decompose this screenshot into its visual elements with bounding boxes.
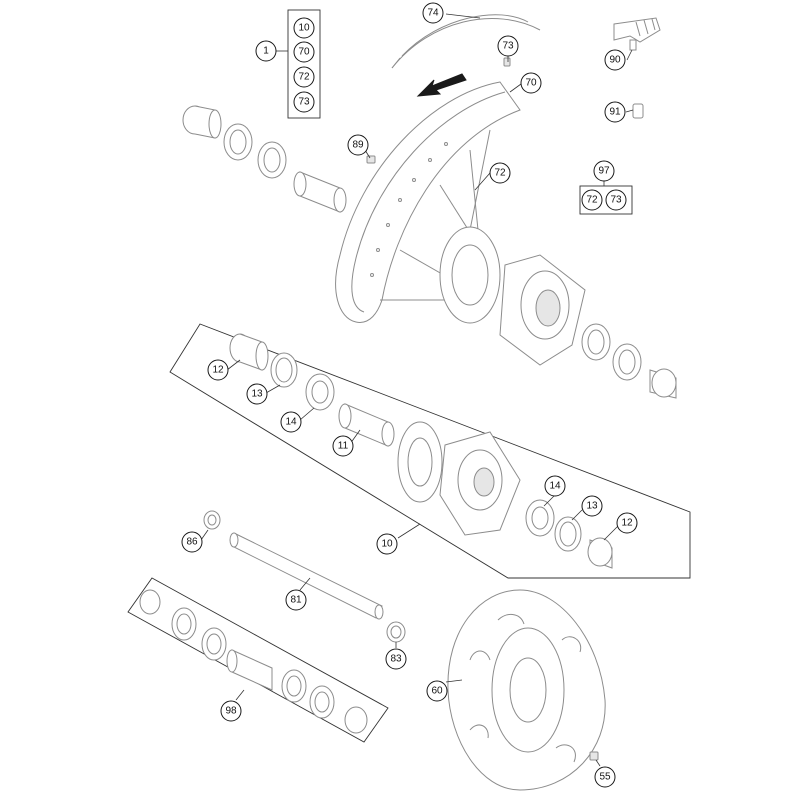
label-14-right: 14 [544,475,566,497]
label-90: 90 [604,49,626,71]
label-81: 81 [285,589,307,611]
svg-text:14: 14 [549,481,561,492]
svg-text:81: 81 [290,595,302,606]
label-97: 97 [593,160,615,182]
label-10-group: 10 [293,17,315,39]
nipple-part [366,155,376,164]
label-83: 83 [385,648,407,670]
label-12-right: 12 [616,512,638,534]
svg-text:74: 74 [427,8,439,19]
axle [229,532,384,620]
kit-98-frame [127,577,389,743]
label-13-right: 13 [581,495,603,517]
label-11: 11 [332,435,354,457]
svg-text:1: 1 [263,46,269,57]
label-89: 89 [347,134,369,156]
label-73-group: 73 [293,91,315,113]
axle-nut [386,621,406,643]
valve-cap-icon [503,57,511,67]
brake-disc [447,589,606,791]
svg-text:86: 86 [186,537,198,548]
label-12-left: 12 [207,359,229,381]
rotation-direction-arrow-icon [416,73,467,97]
valve-part [632,103,644,119]
svg-text:12: 12 [621,518,633,529]
svg-text:97: 97 [598,166,610,177]
svg-text:60: 60 [431,686,443,697]
svg-text:72: 72 [298,72,310,83]
upper-spacer-set [182,105,347,213]
svg-text:10: 10 [298,23,310,34]
label-91: 91 [604,101,626,123]
svg-text:14: 14 [285,417,297,428]
svg-text:13: 13 [251,389,263,400]
svg-text:83: 83 [390,654,402,665]
svg-text:73: 73 [610,195,622,206]
svg-text:55: 55 [599,772,611,783]
svg-text:13: 13 [586,501,598,512]
kit-98-parts [139,589,368,734]
label-98: 98 [220,700,242,722]
right-bearing-set [581,323,677,399]
label-73-valve: 73 [497,35,519,57]
label-13-left: 13 [246,383,268,405]
label-55: 55 [594,766,616,788]
svg-text:11: 11 [338,441,349,452]
svg-text:10: 10 [381,539,393,550]
hub-exploded-frame [169,323,691,579]
label-72-group: 72 [293,66,315,88]
svg-text:72: 72 [586,195,598,206]
leader-lines [200,13,634,767]
label-73-kit: 73 [605,189,627,211]
label-72-spokes: 72 [489,162,511,184]
disc-bolt [589,751,599,761]
label-86: 86 [181,531,203,553]
label-70-rim: 70 [520,72,542,94]
svg-text:72: 72 [494,168,506,179]
tire-lever-icon [613,17,661,51]
svg-text:73: 73 [298,97,310,108]
label-74: 74 [422,2,444,24]
label-1: 1 [255,40,277,62]
svg-text:73: 73 [502,41,514,52]
label-10-hub: 10 [376,533,398,555]
label-14-left: 14 [280,411,302,433]
assembled-hub [439,226,586,366]
svg-text:12: 12 [212,365,224,376]
tire-outline [391,14,541,69]
label-70-group: 70 [293,41,315,63]
spacer-86 [203,510,221,530]
label-72-kit: 72 [581,189,603,211]
rim [335,81,521,323]
svg-text:70: 70 [298,47,310,58]
svg-text:89: 89 [352,140,364,151]
svg-text:91: 91 [609,107,621,118]
svg-text:90: 90 [609,55,621,66]
group-box-1 [287,9,321,119]
svg-text:98: 98 [225,706,237,717]
label-60: 60 [426,680,448,702]
group-box-97 [579,185,633,215]
svg-text:70: 70 [525,78,537,89]
hub-exploded-parts [229,333,613,569]
